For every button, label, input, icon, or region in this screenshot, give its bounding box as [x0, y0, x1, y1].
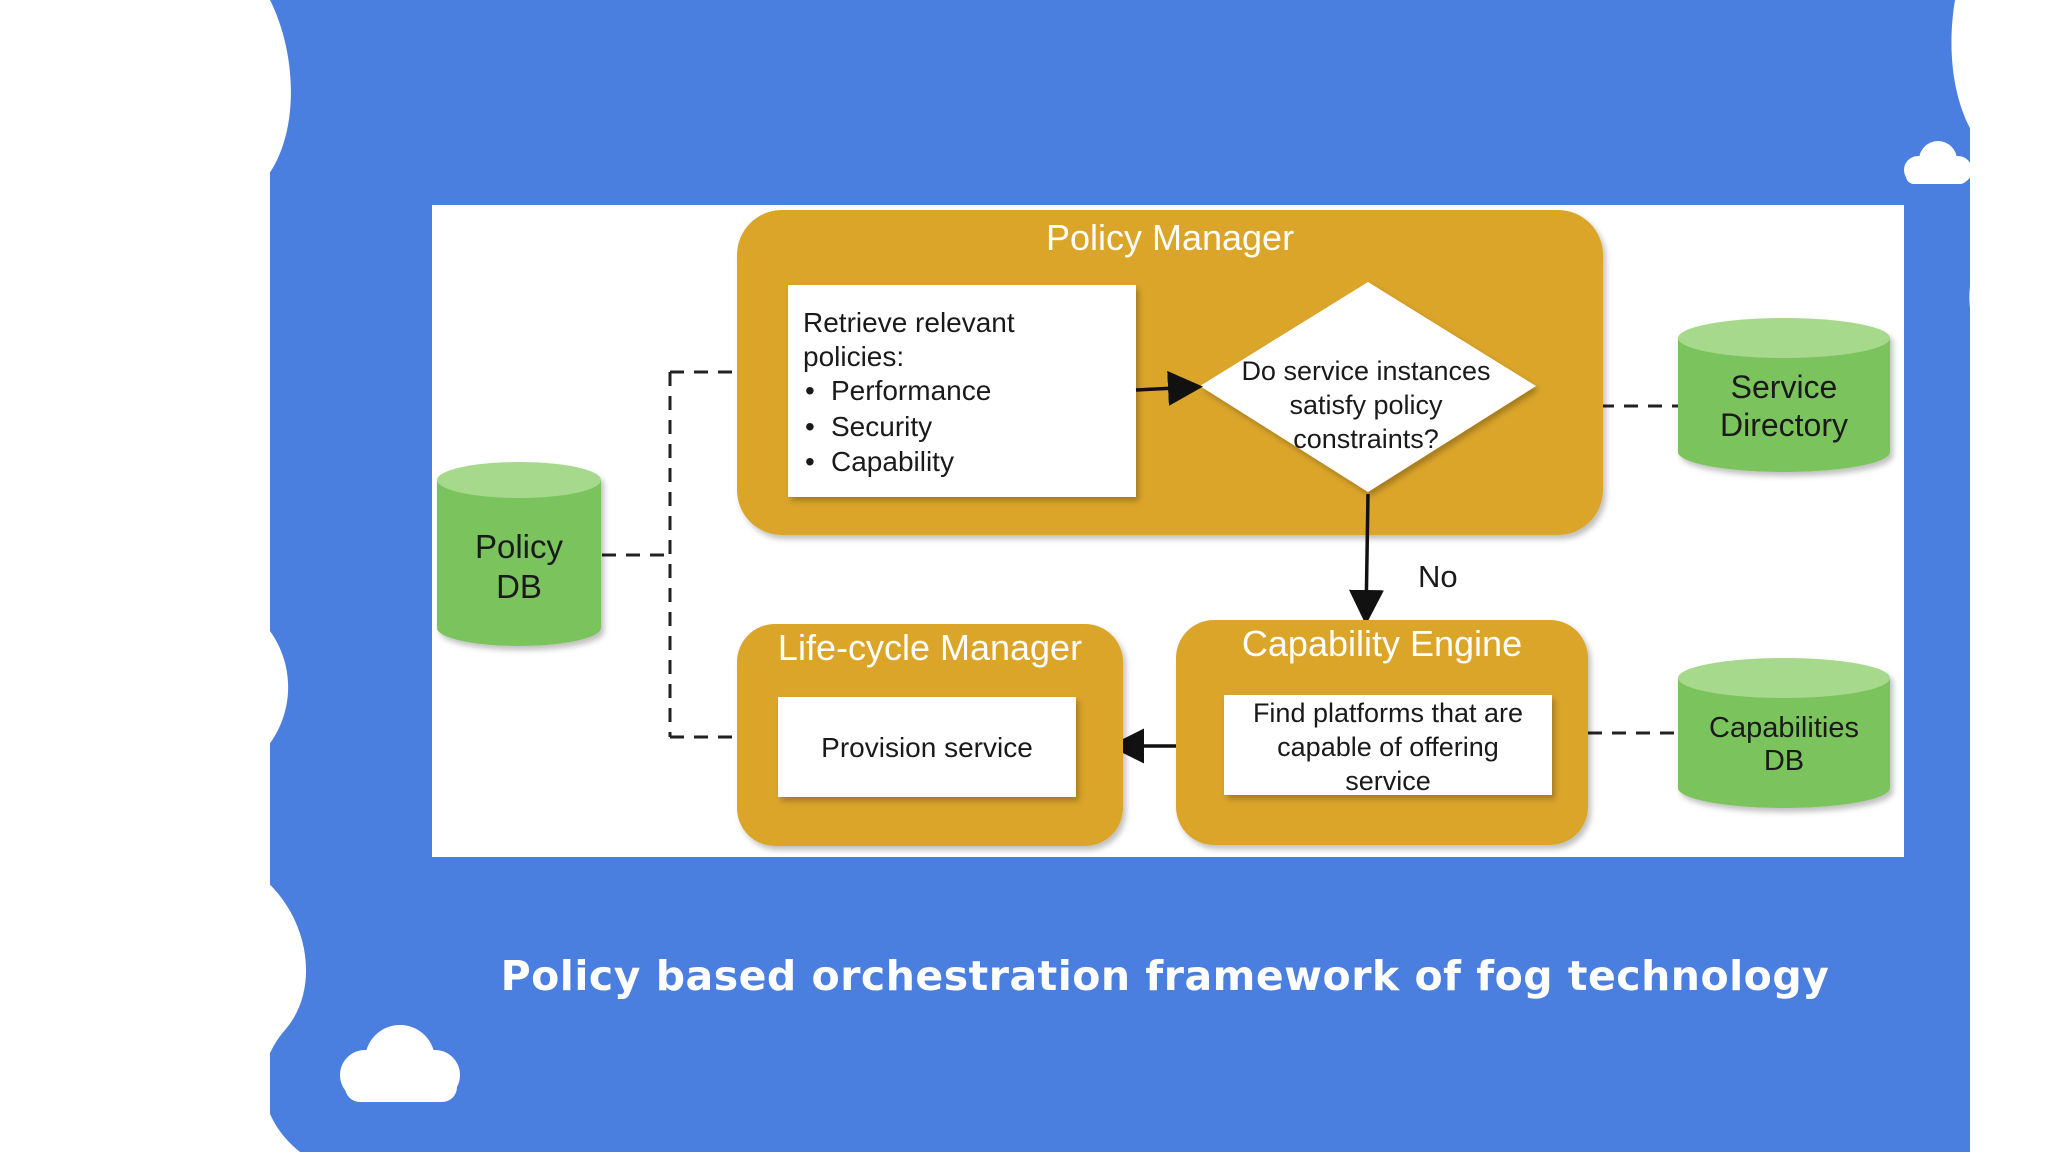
edge-label-no: No: [1418, 559, 1458, 594]
bullet-security: Security: [831, 411, 932, 442]
find-platforms-line: Find platforms that are: [1253, 698, 1523, 728]
arrow-retrieve-to-decision: [1135, 370, 1203, 406]
lifecycle-manager: Life-cycle Manager Provision service: [737, 624, 1123, 846]
policy-db-top: [437, 462, 601, 498]
find-platforms-line: service: [1345, 766, 1431, 796]
decision-line: satisfy policy: [1289, 390, 1443, 420]
service-directory-label: Directory: [1720, 407, 1848, 443]
lifecycle-manager-title: Life-cycle Manager: [778, 627, 1082, 668]
right-cloud-border: [1951, 0, 2048, 1152]
policy-db-label: Policy: [475, 528, 564, 565]
provision-service-label: Provision service: [821, 732, 1033, 763]
policy-db-body: [437, 480, 601, 646]
capabilities-db-label: DB: [1764, 745, 1804, 777]
bullet-capability: Capability: [831, 446, 954, 477]
bullet-dot: •: [805, 411, 815, 442]
cloud-icon: [340, 1025, 460, 1102]
bullet-dot: •: [805, 446, 815, 477]
capabilities-db-label: Capabilities: [1709, 712, 1859, 744]
service-directory-db: [1678, 318, 1890, 472]
find-platforms-line: capable of offering: [1277, 732, 1499, 762]
service-directory-label: Service: [1731, 369, 1838, 405]
policy-db: [437, 462, 601, 646]
left-cloud-border: [0, 0, 307, 1152]
slide-caption: Policy based orchestration framework of …: [500, 952, 1830, 1000]
dashed-connectors: [602, 370, 1688, 739]
decision-diamond: [1200, 282, 1536, 492]
find-platforms-box: [1224, 695, 1552, 795]
retrieve-policies-line: Retrieve relevant: [803, 307, 1015, 338]
capabilities-db-top: [1678, 658, 1890, 698]
capability-engine: Capability Engine Find platforms that ar…: [1176, 620, 1588, 845]
service-directory-top: [1678, 318, 1890, 358]
decision-line: constraints?: [1293, 424, 1439, 454]
policy-manager: Policy Manager Retrieve relevant policie…: [737, 210, 1603, 535]
capabilities-db-body: [1678, 678, 1890, 808]
retrieve-policies-box: [788, 285, 1136, 497]
capabilities-db: [1678, 658, 1890, 808]
service-directory-body: [1678, 338, 1890, 472]
retrieve-policies-line: policies:: [803, 341, 904, 372]
bullet-performance: Performance: [831, 375, 991, 406]
bullet-dot: •: [805, 375, 815, 406]
provision-service-box: [778, 697, 1076, 797]
policy-db-label: DB: [496, 568, 542, 605]
cloud-icon: [1904, 141, 1972, 184]
arrow-decision-to-capability: [1348, 493, 1384, 625]
capability-engine-title: Capability Engine: [1242, 623, 1522, 664]
policy-manager-title: Policy Manager: [1046, 217, 1294, 258]
decision-line: Do service instances: [1241, 356, 1490, 386]
